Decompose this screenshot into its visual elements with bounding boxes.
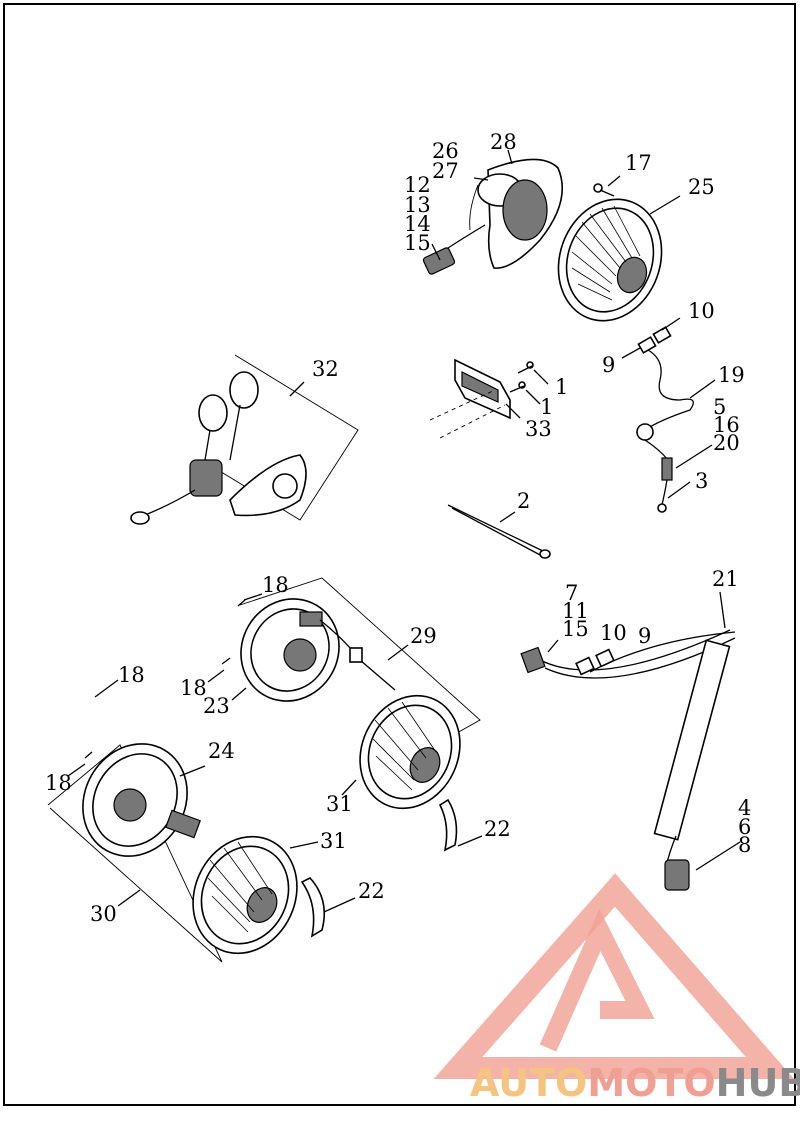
group-part-30 [47,743,223,963]
callout-2: 2 [517,489,530,513]
bracket-part-22-upper [438,798,458,852]
callout-32: 32 [312,357,339,381]
callout-23: 23 [203,694,230,718]
callout-4: 4 [738,796,751,820]
callout-15-mid: 15 [562,617,589,641]
callout-29: 29 [410,624,437,648]
callout-8: 8 [738,833,751,857]
speaker-part-31-lower [192,835,298,955]
watermark-brand-auto: AUTO [470,1061,587,1105]
callout-19: 19 [718,363,745,387]
callout-24: 24 [208,739,235,763]
callout-9-top: 9 [602,353,615,377]
bracket-part-22-lower [300,877,326,938]
callout-31-upper: 31 [326,792,353,816]
harness-part-right [636,326,694,513]
callout-15-top: 15 [404,231,431,255]
callout-25: 25 [688,175,715,199]
watermark-brand: AUTOMOTOHUB [470,1061,800,1105]
callout-22-lower: 22 [358,879,385,903]
callout-14: 14 [404,212,431,236]
speaker-housing-part [422,158,564,275]
screw-part-17 [593,183,615,197]
speaker-grille-part-25 [557,198,663,322]
callout-18-left: 18 [118,663,145,687]
callout-10-mid: 10 [600,621,627,645]
callout-27: 27 [432,159,459,183]
diagram-frame [3,3,796,1106]
callout-28: 28 [490,130,517,154]
callout-18-bottom: 18 [45,771,72,795]
callout-17: 17 [625,151,652,175]
watermark-brand-moto: MOTO [587,1061,715,1105]
callout-18-top: 18 [262,573,289,597]
cable-tie-part-2 [447,504,551,559]
callout-22-upper: 22 [484,817,511,841]
module-part-33 [429,358,534,439]
callouts: 26 27 28 12 13 14 15 17 25 10 9 19 5 16 … [45,130,751,926]
speaker-part-31-upper [359,694,461,810]
callout-20: 20 [713,431,740,455]
callout-21: 21 [712,567,739,591]
callout-26: 26 [432,139,459,163]
callout-6: 6 [738,815,751,839]
callout-7: 7 [565,581,578,605]
callout-33: 33 [525,417,552,441]
leader-lines [67,149,741,913]
callout-1-lower: 1 [540,395,553,419]
callout-31-lower: 31 [320,829,347,853]
callout-11: 11 [562,599,589,623]
watermark-logo: AUTOMOTOHUB [433,873,800,1105]
callout-18-mid: 18 [180,676,207,700]
watermark-brand-hub: HUB [716,1061,800,1105]
callout-13: 13 [404,193,431,217]
group-part-32 [130,354,359,525]
callout-9-mid: 9 [638,624,651,648]
group-part-29 [221,577,481,766]
callout-5: 5 [713,395,726,419]
callout-3: 3 [695,469,708,493]
callout-1-upper: 1 [555,375,568,399]
callout-12: 12 [404,173,431,197]
callout-16: 16 [713,413,740,437]
callout-10-top: 10 [688,299,715,323]
callout-30: 30 [90,902,117,926]
harness-part-21 [520,629,736,891]
